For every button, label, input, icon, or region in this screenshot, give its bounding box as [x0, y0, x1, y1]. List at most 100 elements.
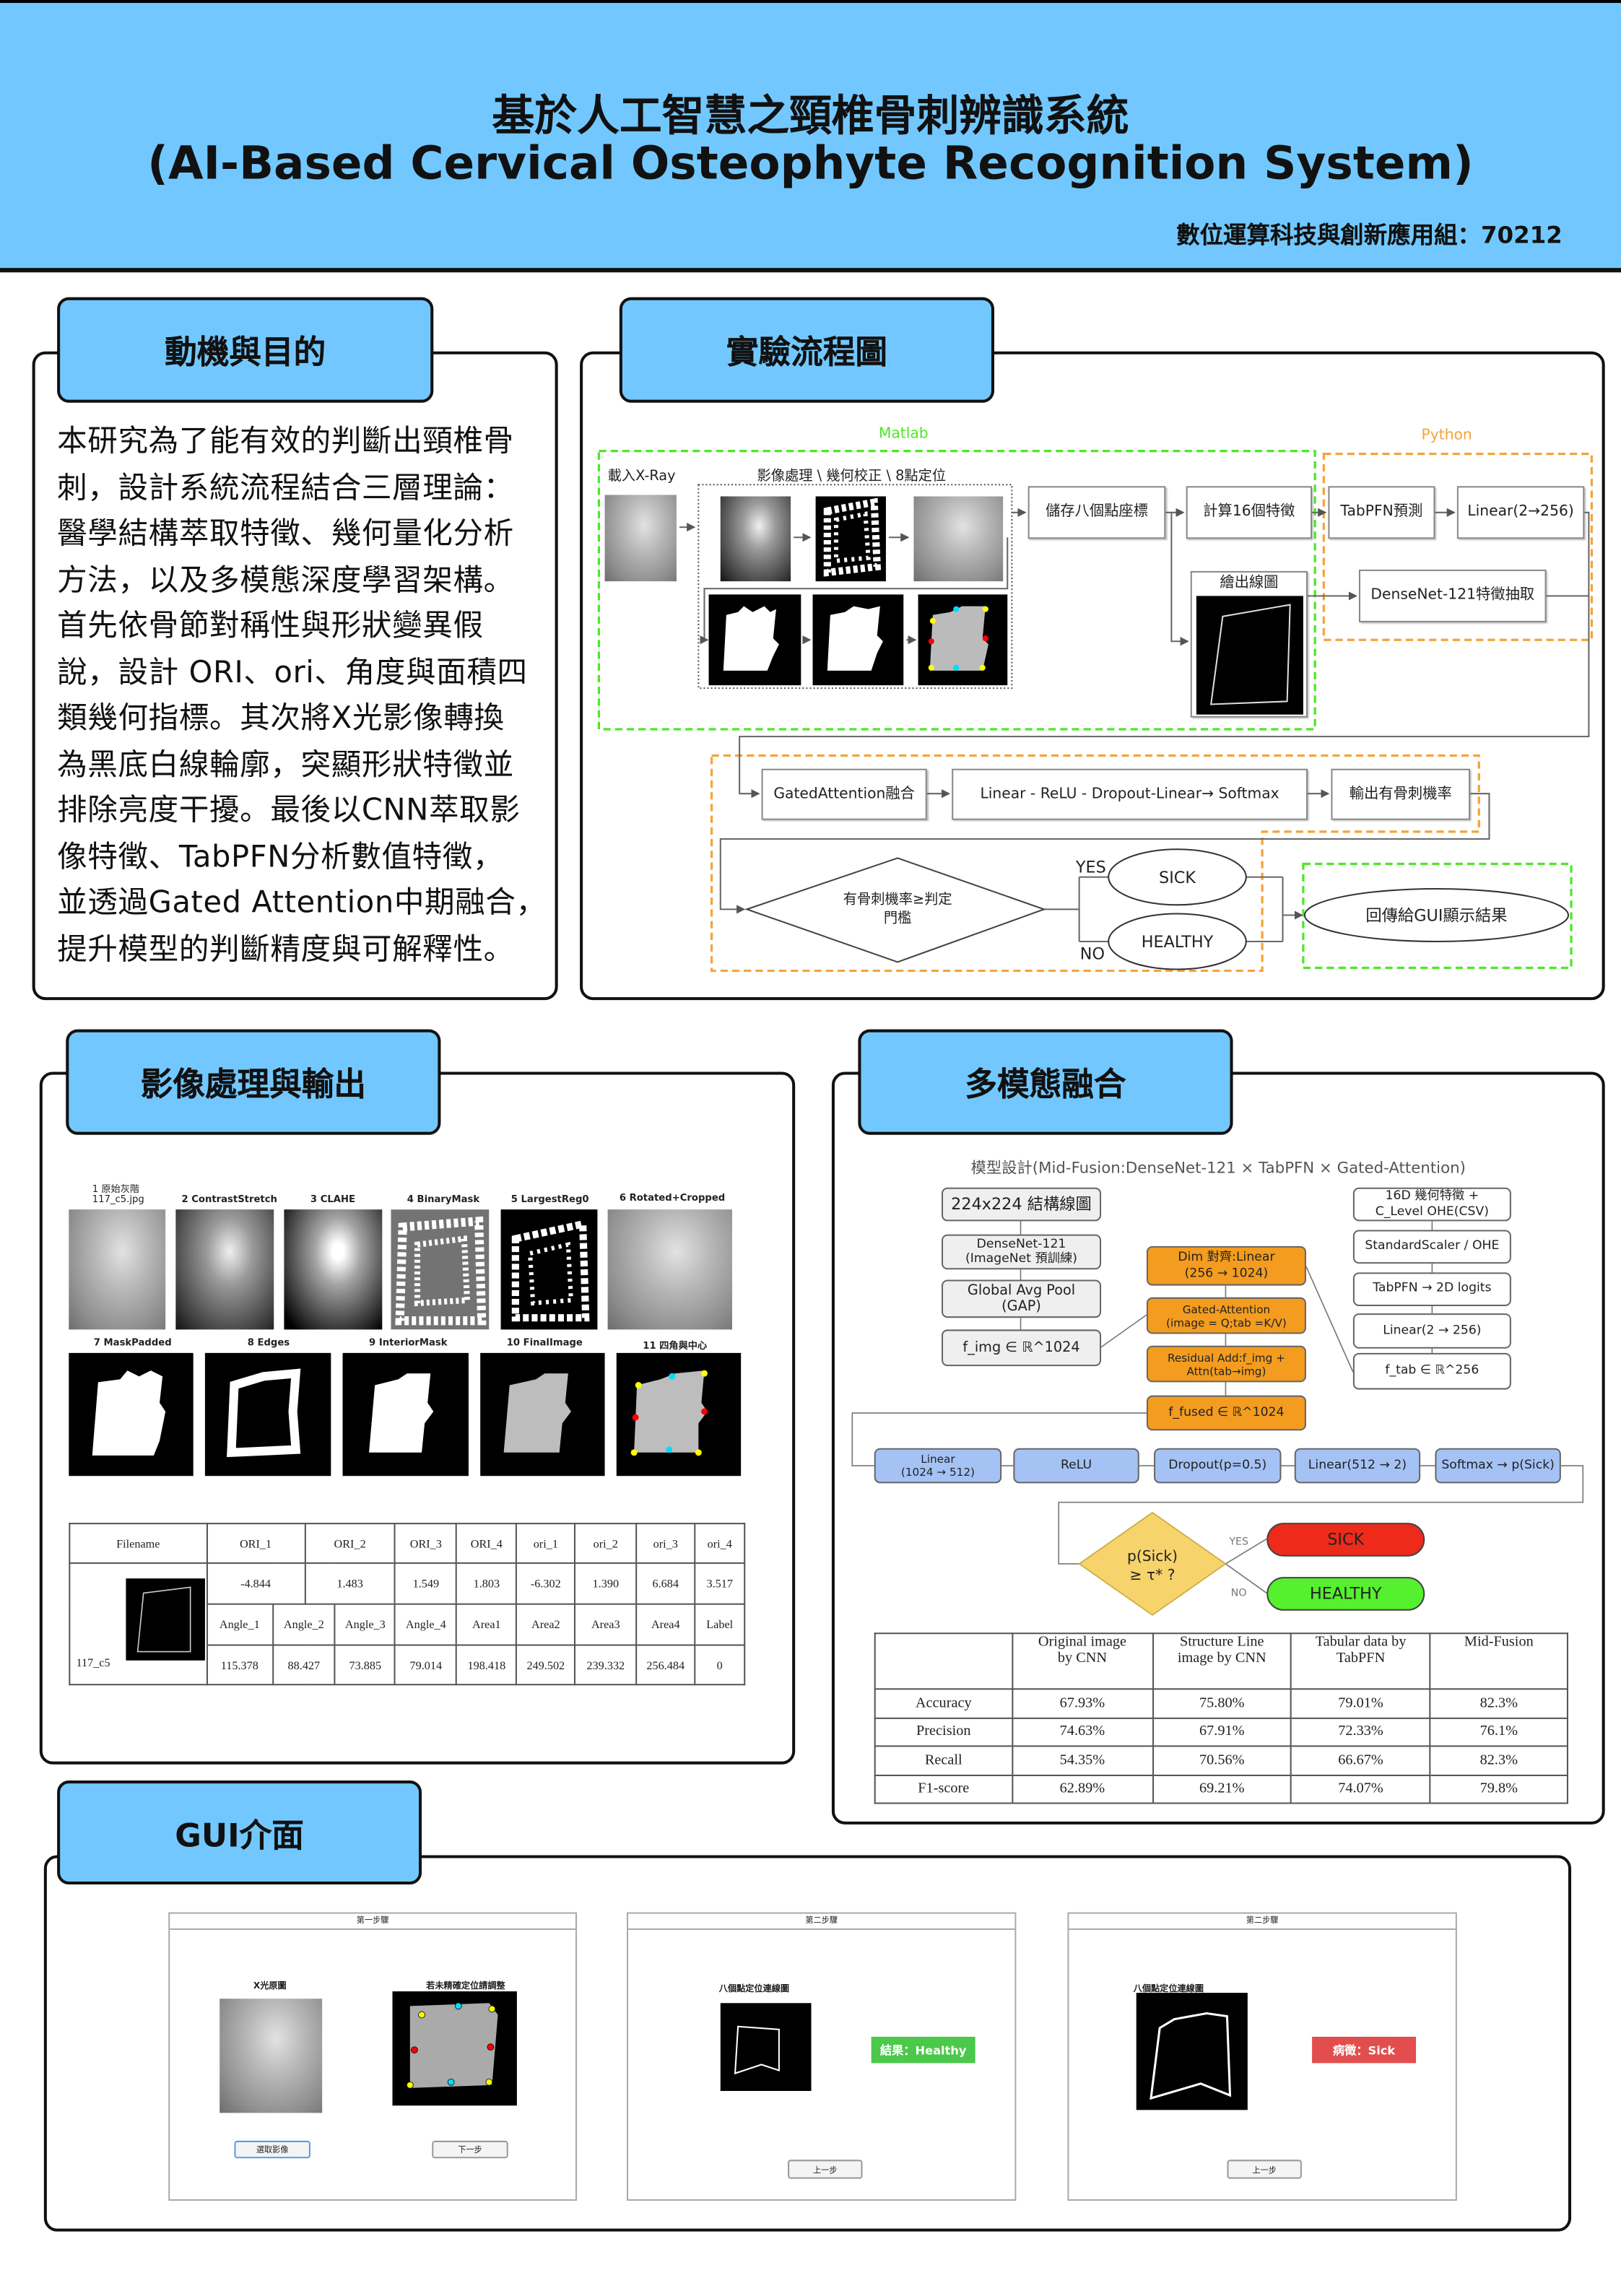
- keypoint-image: [918, 594, 1008, 686]
- mask-padded-image: [708, 594, 801, 686]
- load-xray-label: 載入X-Ray: [607, 468, 676, 485]
- ori-value: 1.549: [394, 1562, 458, 1605]
- metric-name: Accuracy: [874, 1688, 1013, 1718]
- compute-features-step: 計算16個特徵: [1186, 486, 1313, 539]
- motivation-line: 排除亮度干擾。最後以CNN萃取影: [57, 792, 521, 827]
- fusion-sick-result: SICK: [1266, 1523, 1425, 1557]
- save-points-step: 儲存八個點座標: [1027, 486, 1166, 539]
- next-step-button[interactable]: 下一步: [432, 2140, 508, 2159]
- clahe-image: [284, 1209, 383, 1330]
- group-label: 數位運算科技與創新應用組：70212: [1176, 221, 1563, 249]
- adjust-label: 若未精確定位請調整: [426, 1980, 505, 1992]
- step-label-4: 4 BinaryMask: [407, 1193, 480, 1206]
- metrics-column-header: Original image by CNN: [1011, 1632, 1154, 1690]
- filename-cell: 117_c5: [69, 1562, 208, 1686]
- draw-lines-label: 繪出線圖: [1220, 575, 1279, 592]
- metric-name: Precision: [874, 1716, 1013, 1747]
- select-image-button[interactable]: 選取影像: [234, 2140, 310, 2159]
- head-linear-2: Linear(512 → 2): [1294, 1448, 1421, 1484]
- metric-value: 82.3%: [1429, 1745, 1568, 1775]
- rotated-image: [913, 496, 1004, 582]
- window-title: 第一步驟: [170, 1914, 576, 1930]
- title-chinese: 基於人工智慧之頸椎骨刺辨識系統: [492, 90, 1129, 141]
- motivation-line: 類幾何指標。其次將X光影像轉換: [57, 700, 505, 736]
- metric-value: 79.01%: [1290, 1688, 1431, 1718]
- metric-value: 76.1%: [1429, 1716, 1568, 1747]
- fusion-gap: Global Avg Pool (GAP): [942, 1279, 1102, 1318]
- fusion-healthy-result: HEALTHY: [1266, 1577, 1425, 1611]
- ori-header: ORI_4: [456, 1523, 518, 1564]
- head-dropout: Dropout(p=0.5): [1154, 1448, 1282, 1484]
- motivation-line: 方法，以及多模態深度學習架構。: [57, 561, 514, 597]
- adjust-points-image: [392, 1991, 517, 2106]
- motivation-line: 像特徵、TabPFN分析數值特徵，: [57, 838, 504, 874]
- structure-line-thumbnail: [126, 1578, 205, 1661]
- metric-value: 66.67%: [1290, 1745, 1431, 1775]
- head-softmax: Softmax → p(Sick): [1435, 1448, 1561, 1484]
- motivation-line: 本研究為了能有效的判斷出頸椎骨: [57, 423, 514, 458]
- metric-value: 72.33%: [1290, 1716, 1431, 1747]
- rotated-cropped-image: [607, 1209, 733, 1330]
- linear-step: Linear(2→256): [1456, 486, 1585, 539]
- mlp-step: Linear - ReLU - Dropout-Linear→ Softmax: [952, 768, 1308, 820]
- metric-value: 75.80%: [1152, 1688, 1292, 1718]
- fusion-dim-align: Dim 對齊:Linear (256 → 1024): [1146, 1245, 1306, 1286]
- binary-mask-image: [815, 496, 886, 582]
- step-label-7: 7 MaskPadded: [93, 1336, 172, 1349]
- contrast-stretch-image: [175, 1209, 274, 1330]
- angle-area-value: 256.484: [635, 1644, 696, 1686]
- previous-step-button[interactable]: 上一步: [788, 2160, 863, 2179]
- motivation-line: 為黑底白線輪廓，突顯形狀特徵並: [57, 746, 514, 781]
- ori-header: ORI_3: [394, 1523, 458, 1564]
- angle-area-value: 0: [694, 1644, 746, 1686]
- motivation-heading: 動機與目的: [57, 297, 434, 403]
- ori-value: -6.302: [516, 1562, 576, 1605]
- metric-value: 79.8%: [1429, 1773, 1568, 1804]
- gui-window-step2-sick: 第二步驟 八個點定位連線圖 病徵：Sick 上一步: [1067, 1912, 1457, 2201]
- largest-region-image: [500, 1209, 598, 1330]
- title-english: (AI-Based Cervical Osteophyte Recognitio…: [147, 137, 1474, 191]
- step-label-9: 9 InteriorMask: [369, 1336, 448, 1349]
- step-label-10: 10 FinalImage: [506, 1336, 583, 1349]
- angle-area-header: Area4: [635, 1603, 696, 1646]
- step-label-2: 2 ContrastStretch: [181, 1193, 277, 1206]
- fusion-f-fused: f_fused ∈ ℝ^1024: [1146, 1395, 1306, 1431]
- processing-label: 影像處理 \ 幾何校正 \ 8點定位: [757, 468, 947, 485]
- imgproc-heading: 影像處理與輸出: [66, 1029, 441, 1135]
- fusion-linear-tab: Linear(2 → 256): [1352, 1313, 1511, 1349]
- eight-point-line-image: [720, 2003, 812, 2091]
- fusion-densenet: DenseNet-121 (ImageNet 預訓練): [942, 1234, 1102, 1270]
- previous-step-button[interactable]: 上一步: [1227, 2160, 1302, 2179]
- fusion-tab-input: 16D 幾何特徵 + C_Level OHE(CSV): [1352, 1187, 1511, 1222]
- ori-header: ORI_2: [303, 1523, 396, 1564]
- structure-line-image: [1196, 596, 1303, 715]
- result-sick-badge: 病徵：Sick: [1312, 2036, 1417, 2064]
- head-linear-1: Linear (1024 → 512): [874, 1448, 1002, 1484]
- fusion-title: 模型設計(Mid-Fusion:DenseNet-121 × TabPFN × …: [970, 1160, 1466, 1178]
- filename-text: 117_c5: [76, 1656, 110, 1669]
- angle-area-value: 239.332: [574, 1644, 638, 1686]
- fusion-scaler: StandardScaler / OHE: [1352, 1230, 1511, 1264]
- angle-area-value: 198.418: [456, 1644, 518, 1686]
- fusion-tabpfn: TabPFN → 2D logits: [1352, 1272, 1511, 1306]
- metrics-column-header: Structure Line image by CNN: [1152, 1632, 1292, 1690]
- ori-value: -4.844: [206, 1562, 305, 1605]
- metric-value: 69.21%: [1152, 1773, 1292, 1804]
- ori-value: 3.517: [694, 1562, 746, 1605]
- metric-value: 62.89%: [1011, 1773, 1154, 1804]
- head-relu: ReLU: [1013, 1448, 1139, 1484]
- xray-original-image: [220, 1999, 323, 2113]
- gui-window-step2-healthy: 第二步驟 八個點定位連線圖 結果：Healthy 上一步: [626, 1912, 1017, 2201]
- metric-value: 70.56%: [1152, 1745, 1292, 1775]
- ori-header: ori_2: [574, 1523, 638, 1564]
- step-label-1: 1 原始灰階: [92, 1183, 140, 1195]
- motivation-line: 醫學結構萃取特徵、幾何量化分析: [57, 515, 514, 551]
